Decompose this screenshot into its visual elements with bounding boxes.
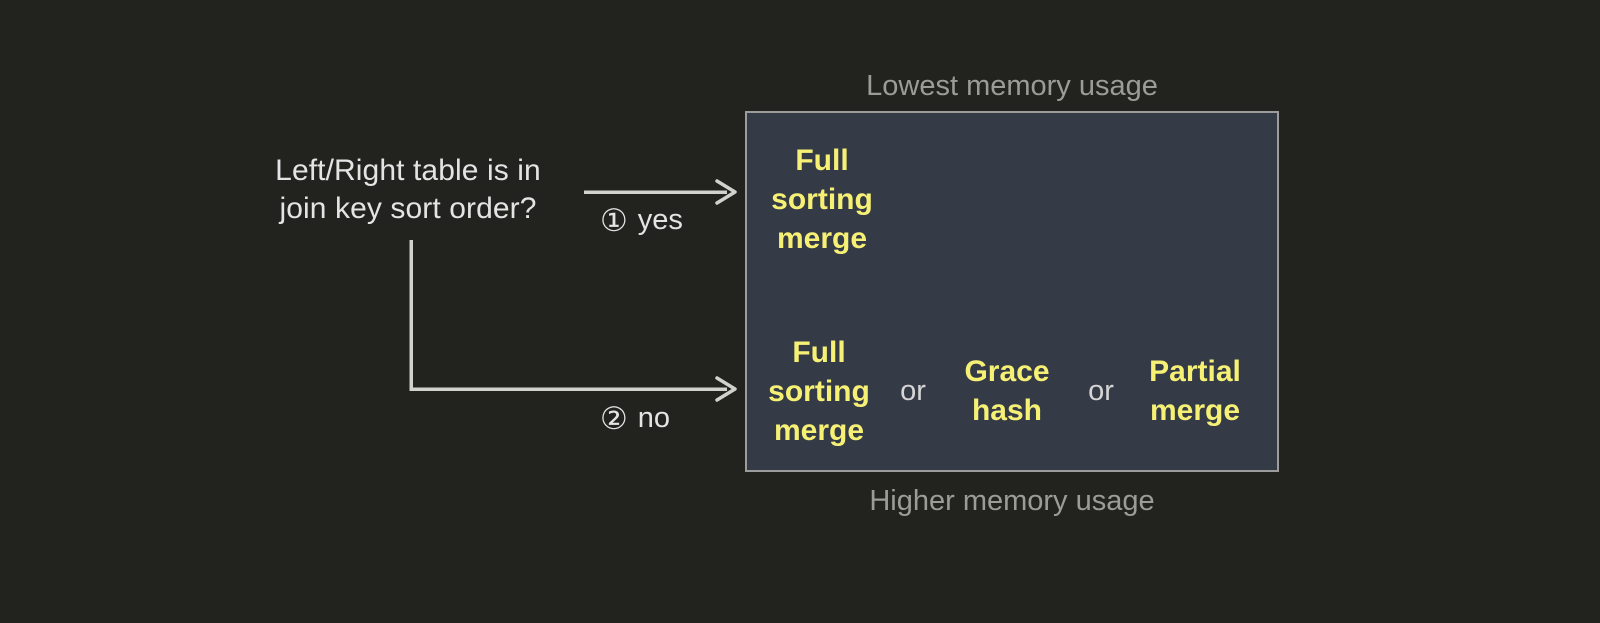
option-full-sorting-merge-unsorted: Full sorting merge	[768, 335, 870, 447]
option-partial-merge: Partial merge	[1149, 355, 1241, 427]
arrow-yes	[584, 179, 737, 205]
conjunction-or-2: or	[1088, 375, 1114, 407]
conjunction-or-1: or	[900, 375, 926, 407]
decision-question-line-1: Left/Right table is in	[275, 154, 541, 187]
branch-text-yes: yes	[637, 204, 683, 236]
decision-question: Left/Right table is in join key sort ord…	[232, 152, 584, 228]
branch-label-no: ② no	[600, 401, 670, 435]
decision-question-line-2: join key sort order?	[279, 192, 537, 225]
option-grace-hash: Grace hash	[964, 355, 1050, 427]
caption-lowest-memory-usage: Lowest memory usage	[866, 70, 1158, 102]
caption-higher-memory-usage: Higher memory usage	[869, 485, 1155, 517]
option-row-sorted: Full sorting merge	[747, 129, 1281, 269]
arrow-no	[409, 240, 737, 402]
branch-text-no: no	[637, 402, 671, 434]
option-full-sorting-merge-sorted: Full sorting merge	[771, 143, 873, 255]
branch-marker-2: ②	[600, 400, 628, 436]
options-panel: Full sorting merge Full sorting merge or…	[745, 111, 1279, 472]
option-row-unsorted: Full sorting merge or Grace hash or Part…	[747, 325, 1281, 457]
branch-label-yes: ① yes	[600, 203, 683, 237]
branch-marker-1: ①	[600, 202, 628, 238]
